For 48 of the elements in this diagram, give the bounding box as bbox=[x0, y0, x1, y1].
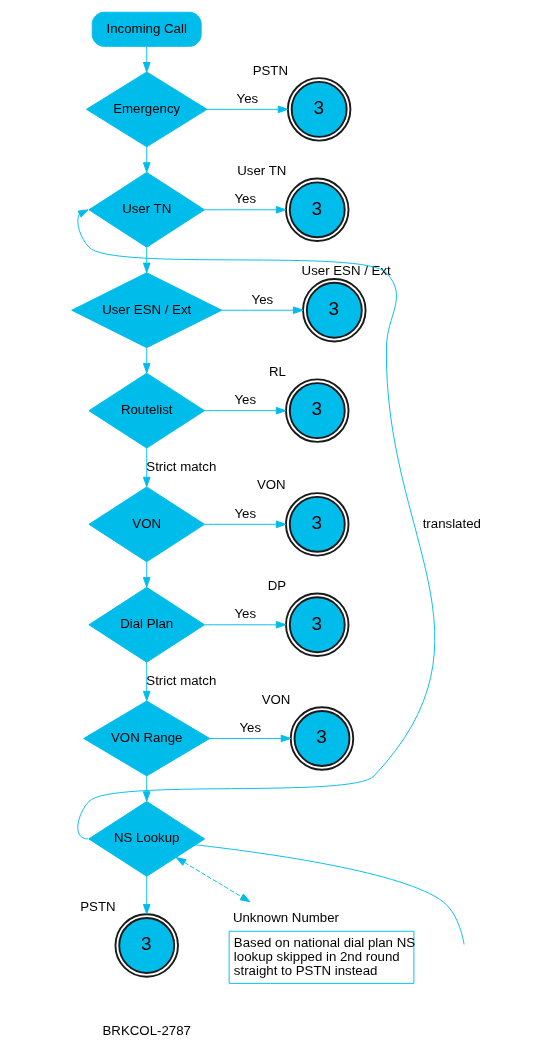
node-circle: 3 bbox=[289, 706, 355, 771]
node-diamond: NS Lookup bbox=[88, 801, 206, 877]
edge-label: Strict match bbox=[146, 459, 217, 474]
node-label: User TN bbox=[237, 162, 287, 178]
edge-label: Yes bbox=[251, 291, 274, 307]
arrow bbox=[206, 105, 289, 114]
arrow bbox=[142, 146, 151, 173]
arrow bbox=[204, 520, 287, 529]
arrow bbox=[142, 46, 151, 73]
edge-label: Yes bbox=[239, 720, 262, 736]
edge-label: Strict match bbox=[146, 673, 217, 689]
node-label: VON bbox=[261, 691, 291, 707]
arrow bbox=[142, 347, 151, 374]
edge-label: Yes bbox=[234, 191, 257, 207]
arrow bbox=[142, 775, 151, 802]
arrow bbox=[204, 206, 287, 214]
node-diamond: Dial Plan bbox=[88, 586, 205, 663]
edge-label: Yes bbox=[234, 606, 257, 622]
arrow bbox=[142, 875, 151, 915]
arrow bbox=[142, 661, 151, 702]
node-diamond: VON Range bbox=[83, 700, 211, 777]
arrow bbox=[209, 734, 292, 743]
node-diamond: User TN bbox=[88, 171, 205, 248]
arrow bbox=[221, 306, 304, 314]
arrow bbox=[142, 246, 151, 274]
arrow bbox=[204, 406, 287, 415]
edge-label: Yes bbox=[234, 392, 257, 408]
node-diamond: VON bbox=[88, 486, 205, 563]
arrow bbox=[77, 209, 436, 840]
node-diamond: Emergency bbox=[85, 71, 208, 148]
node-diamond: Routelist bbox=[88, 372, 205, 449]
arrow bbox=[142, 561, 151, 588]
arrow bbox=[142, 447, 151, 488]
node-label: PSTN bbox=[80, 898, 116, 914]
connector bbox=[195, 844, 465, 945]
node-label: DP bbox=[267, 577, 287, 593]
node-label: Unknown Number bbox=[232, 909, 339, 925]
arrow bbox=[175, 857, 251, 903]
arrow bbox=[204, 620, 287, 629]
label: BRKCOL-2787 bbox=[102, 1023, 191, 1039]
edge-label: Yes bbox=[234, 505, 257, 521]
node-diamond: User ESN / Ext bbox=[71, 272, 223, 349]
node-label: RL bbox=[268, 363, 286, 379]
node-label: VON bbox=[256, 477, 286, 493]
edge-label: translated bbox=[422, 515, 481, 531]
node-box: Incoming Call bbox=[91, 11, 202, 47]
node-label: PSTN bbox=[252, 62, 289, 78]
edge-label: Yes bbox=[236, 90, 259, 106]
